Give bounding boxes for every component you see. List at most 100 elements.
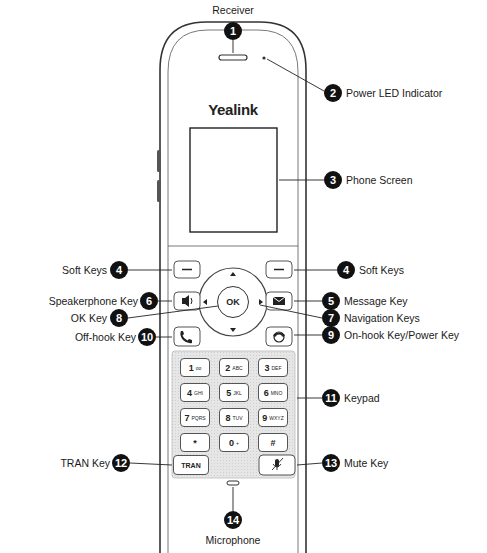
speakerphone-key bbox=[174, 292, 200, 310]
keypad-key: 9WXYZ bbox=[258, 408, 288, 427]
key-label: 2 bbox=[225, 363, 230, 373]
side-button bbox=[157, 150, 161, 172]
part-name: Soft Keys bbox=[359, 264, 404, 276]
callout-number: 14 bbox=[224, 511, 242, 529]
handset-bezel bbox=[168, 30, 298, 553]
microphone-hole bbox=[227, 481, 239, 485]
power-led bbox=[262, 56, 265, 59]
brand-logo: Yealink bbox=[208, 104, 258, 116]
part-name: Mute Key bbox=[344, 457, 388, 469]
panel-divider bbox=[168, 246, 298, 247]
keypad-area bbox=[172, 351, 295, 478]
callout-number: 3 bbox=[324, 171, 342, 189]
mute-key bbox=[259, 455, 295, 475]
callout-text: 8 bbox=[116, 312, 122, 324]
callout-number: 11 bbox=[322, 389, 340, 407]
callout-text: 10 bbox=[141, 331, 153, 343]
soft-key-mark bbox=[182, 269, 192, 271]
hang-up-icon bbox=[273, 333, 285, 338]
speaker-icon bbox=[191, 298, 192, 304]
handset-body bbox=[160, 22, 306, 553]
callout-text: 14 bbox=[227, 514, 239, 526]
key-letters: TUV bbox=[233, 415, 243, 421]
key-letters: ABC bbox=[232, 365, 242, 371]
key-label: 7 bbox=[184, 413, 189, 423]
callout-text: 7 bbox=[328, 312, 334, 324]
speaker-icon bbox=[182, 295, 189, 307]
key-label: 4 bbox=[187, 388, 192, 398]
soft-key-mark bbox=[274, 269, 284, 271]
callout-number: 5 bbox=[322, 292, 340, 310]
keypad-key: 3DEF bbox=[258, 358, 288, 377]
part-name: Phone Screen bbox=[346, 174, 413, 186]
keypad-key: 0+ bbox=[219, 433, 249, 452]
callout-number: 6 bbox=[140, 292, 158, 310]
part-name: Keypad bbox=[344, 392, 380, 404]
keypad-key: 4GHI bbox=[180, 383, 210, 402]
callout-text: 13 bbox=[325, 457, 337, 469]
callout-text: 1 bbox=[230, 25, 236, 37]
part-name: Navigation Keys bbox=[344, 312, 420, 324]
phone-screen bbox=[190, 128, 277, 232]
receiver-slot bbox=[219, 55, 247, 60]
key-letters: MNO bbox=[271, 390, 283, 396]
key-letters: PQRS bbox=[191, 415, 205, 421]
side-button bbox=[157, 180, 161, 202]
leader-lines bbox=[128, 40, 337, 511]
callout-number: 4 bbox=[110, 261, 128, 279]
callout-text: 9 bbox=[328, 329, 334, 341]
part-name: On-hook Key/Power Key bbox=[344, 329, 459, 341]
callout-number: 4 bbox=[337, 261, 355, 279]
key-letters: DEF bbox=[272, 365, 282, 371]
callout-number: 10 bbox=[138, 328, 156, 346]
keypad-key: 7PQRS bbox=[180, 408, 210, 427]
keypad-key: 8TUV bbox=[219, 408, 249, 427]
callout-number: 13 bbox=[322, 454, 340, 472]
key-label: 1 bbox=[189, 363, 194, 373]
key-label: 0 bbox=[229, 438, 234, 448]
part-name: OK Key bbox=[71, 312, 107, 324]
key-label: 9 bbox=[262, 413, 267, 423]
part-name: Microphone bbox=[206, 534, 261, 546]
part-name: Power LED Indicator bbox=[346, 87, 442, 99]
mic-icon bbox=[272, 458, 283, 470]
key-label: OK bbox=[226, 297, 240, 307]
ok-key: OK bbox=[217, 286, 249, 318]
key-label: * bbox=[193, 438, 197, 448]
callout-number: 7 bbox=[322, 309, 340, 327]
envelope-icon bbox=[273, 297, 285, 305]
keypad-key: # bbox=[258, 433, 288, 452]
key-label: TRAN bbox=[181, 462, 200, 469]
key-label: # bbox=[270, 438, 275, 448]
callout-text: 5 bbox=[328, 295, 334, 307]
keypad-key: 6MNO bbox=[258, 383, 288, 402]
keypad-key: 2ABC bbox=[219, 358, 249, 377]
callout-text: 6 bbox=[146, 295, 152, 307]
off-hook-key bbox=[174, 327, 200, 346]
key-letters: JKL bbox=[233, 390, 242, 396]
soft-key bbox=[174, 261, 200, 278]
key-label: 6 bbox=[264, 388, 269, 398]
part-name: Message Key bbox=[344, 295, 408, 307]
keypad-key: * bbox=[180, 433, 210, 452]
part-name: TRAN Key bbox=[60, 457, 110, 469]
callout-number: 8 bbox=[110, 309, 128, 327]
on-hook-key bbox=[266, 327, 292, 346]
power-icon bbox=[274, 332, 284, 342]
part-name: Off-hook Key bbox=[75, 331, 136, 343]
key-letters: + bbox=[236, 440, 239, 446]
keypad-key: 1oo bbox=[180, 358, 210, 377]
callout-text: 11 bbox=[325, 392, 337, 404]
part-name: Receiver bbox=[212, 4, 253, 16]
navigation-ring bbox=[199, 268, 267, 336]
keypad-key: 5JKL bbox=[219, 383, 249, 402]
key-letters: GHI bbox=[194, 390, 203, 396]
callout-text: 12 bbox=[115, 457, 127, 469]
key-label: 5 bbox=[226, 388, 231, 398]
callout-number: 2 bbox=[324, 84, 342, 102]
handset-icon bbox=[180, 331, 192, 343]
tran-key: TRAN bbox=[173, 455, 209, 475]
callout-number: 9 bbox=[322, 326, 340, 344]
callout-number: 12 bbox=[112, 454, 130, 472]
